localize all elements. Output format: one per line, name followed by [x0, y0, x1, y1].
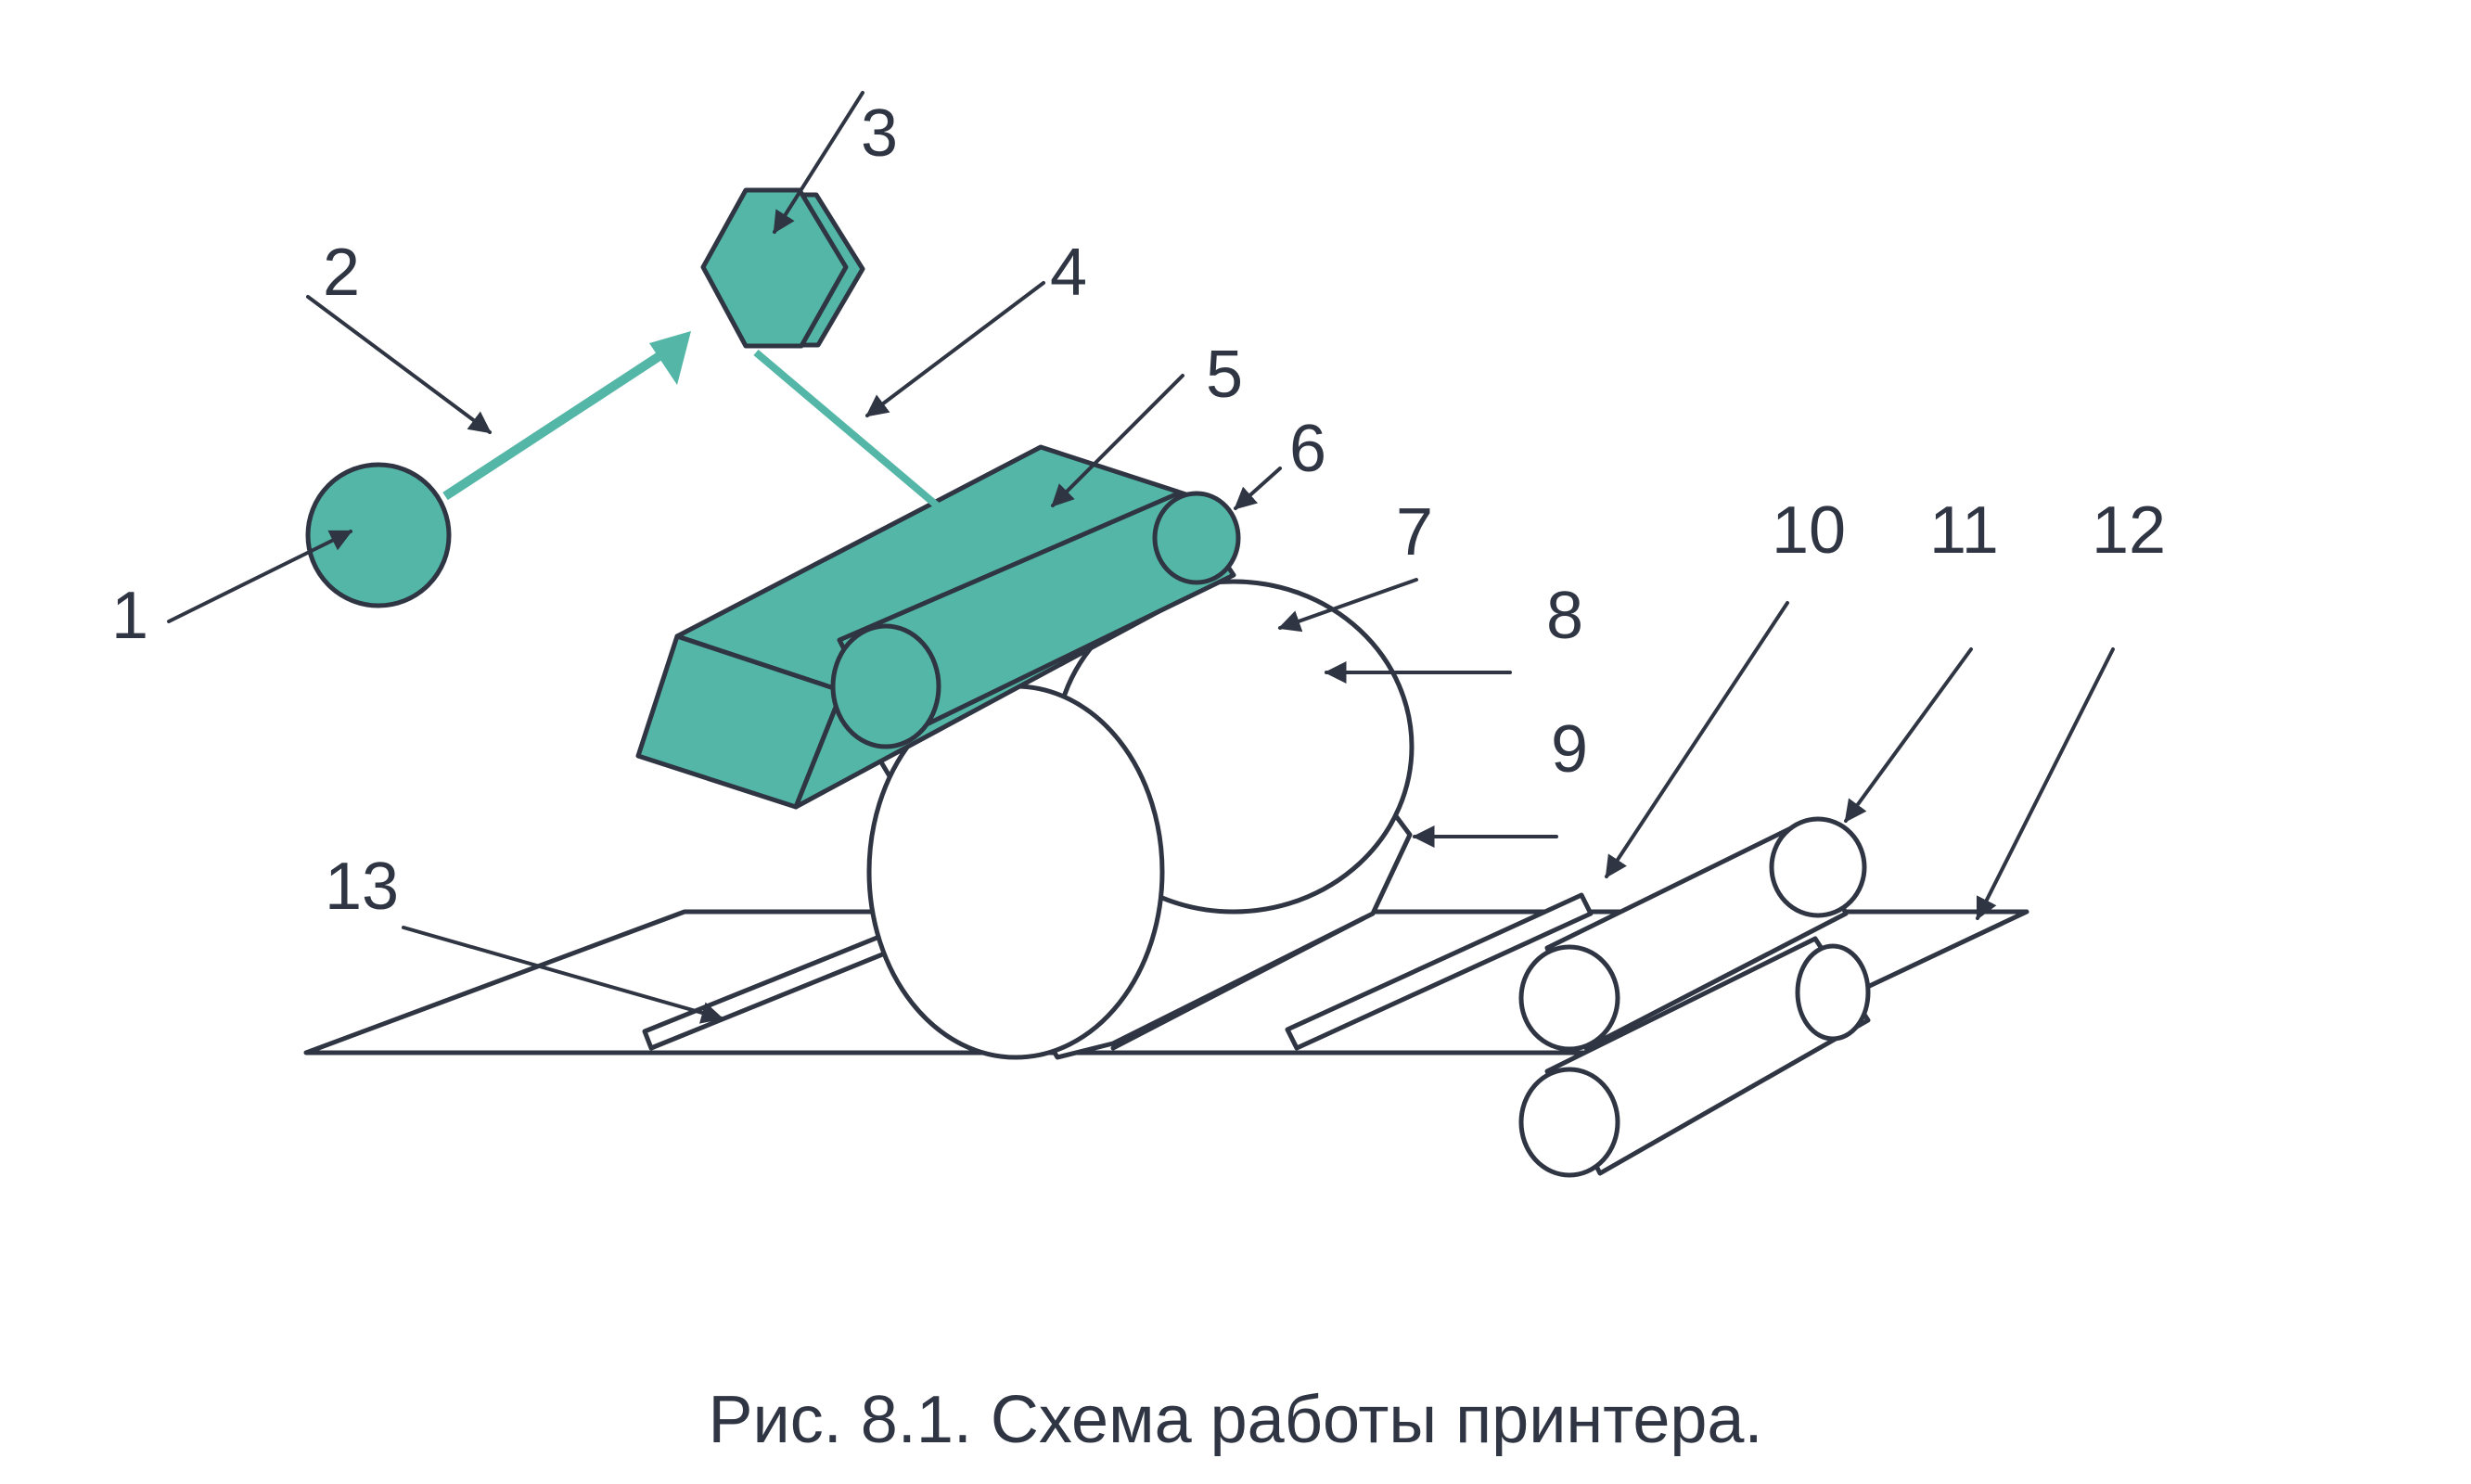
- leader-line-13: [402, 926, 724, 1024]
- laser-beam-arrowhead: [649, 331, 691, 385]
- developer-roller: [830, 491, 1241, 749]
- label-12: 12: [2092, 493, 2166, 568]
- leader-line-2: [306, 295, 492, 434]
- reflected-beam: [753, 349, 940, 509]
- leader-line-6: [1234, 467, 1282, 510]
- leader-line-5: [1051, 374, 1184, 507]
- fuser-roller-upper: [1518, 816, 1867, 1052]
- label-13: 13: [325, 850, 399, 924]
- figure-caption: Рис. 8.1. Схема работы принтера.: [709, 1383, 1763, 1457]
- transfer-blade: [1285, 892, 1594, 1051]
- laser-beam: [442, 346, 671, 501]
- label-11: 11: [1929, 493, 1999, 568]
- label-10: 10: [1772, 493, 1846, 568]
- label-5: 5: [1206, 338, 1243, 412]
- bottom-roller: [1518, 936, 1871, 1178]
- leader-line-11: [1844, 647, 1973, 823]
- label-7: 7: [1396, 495, 1433, 569]
- leader-line-7: [1277, 578, 1418, 633]
- leader-line-3: [773, 91, 864, 235]
- label-8: 8: [1546, 579, 1583, 653]
- label-2: 2: [323, 236, 360, 310]
- leader-line-1: [167, 530, 353, 623]
- laser-source: [305, 462, 452, 608]
- photo-drum: [866, 579, 1415, 1060]
- leader-line-12: [1976, 647, 2115, 921]
- label-4: 4: [1050, 236, 1087, 310]
- leader-line-10: [1605, 601, 1789, 879]
- leader-line-4: [865, 281, 1045, 417]
- label-3: 3: [861, 96, 898, 171]
- label-1: 1: [111, 579, 148, 653]
- label-6: 6: [1289, 412, 1326, 486]
- rotating-mirror: [700, 187, 865, 349]
- label-9: 9: [1551, 712, 1588, 787]
